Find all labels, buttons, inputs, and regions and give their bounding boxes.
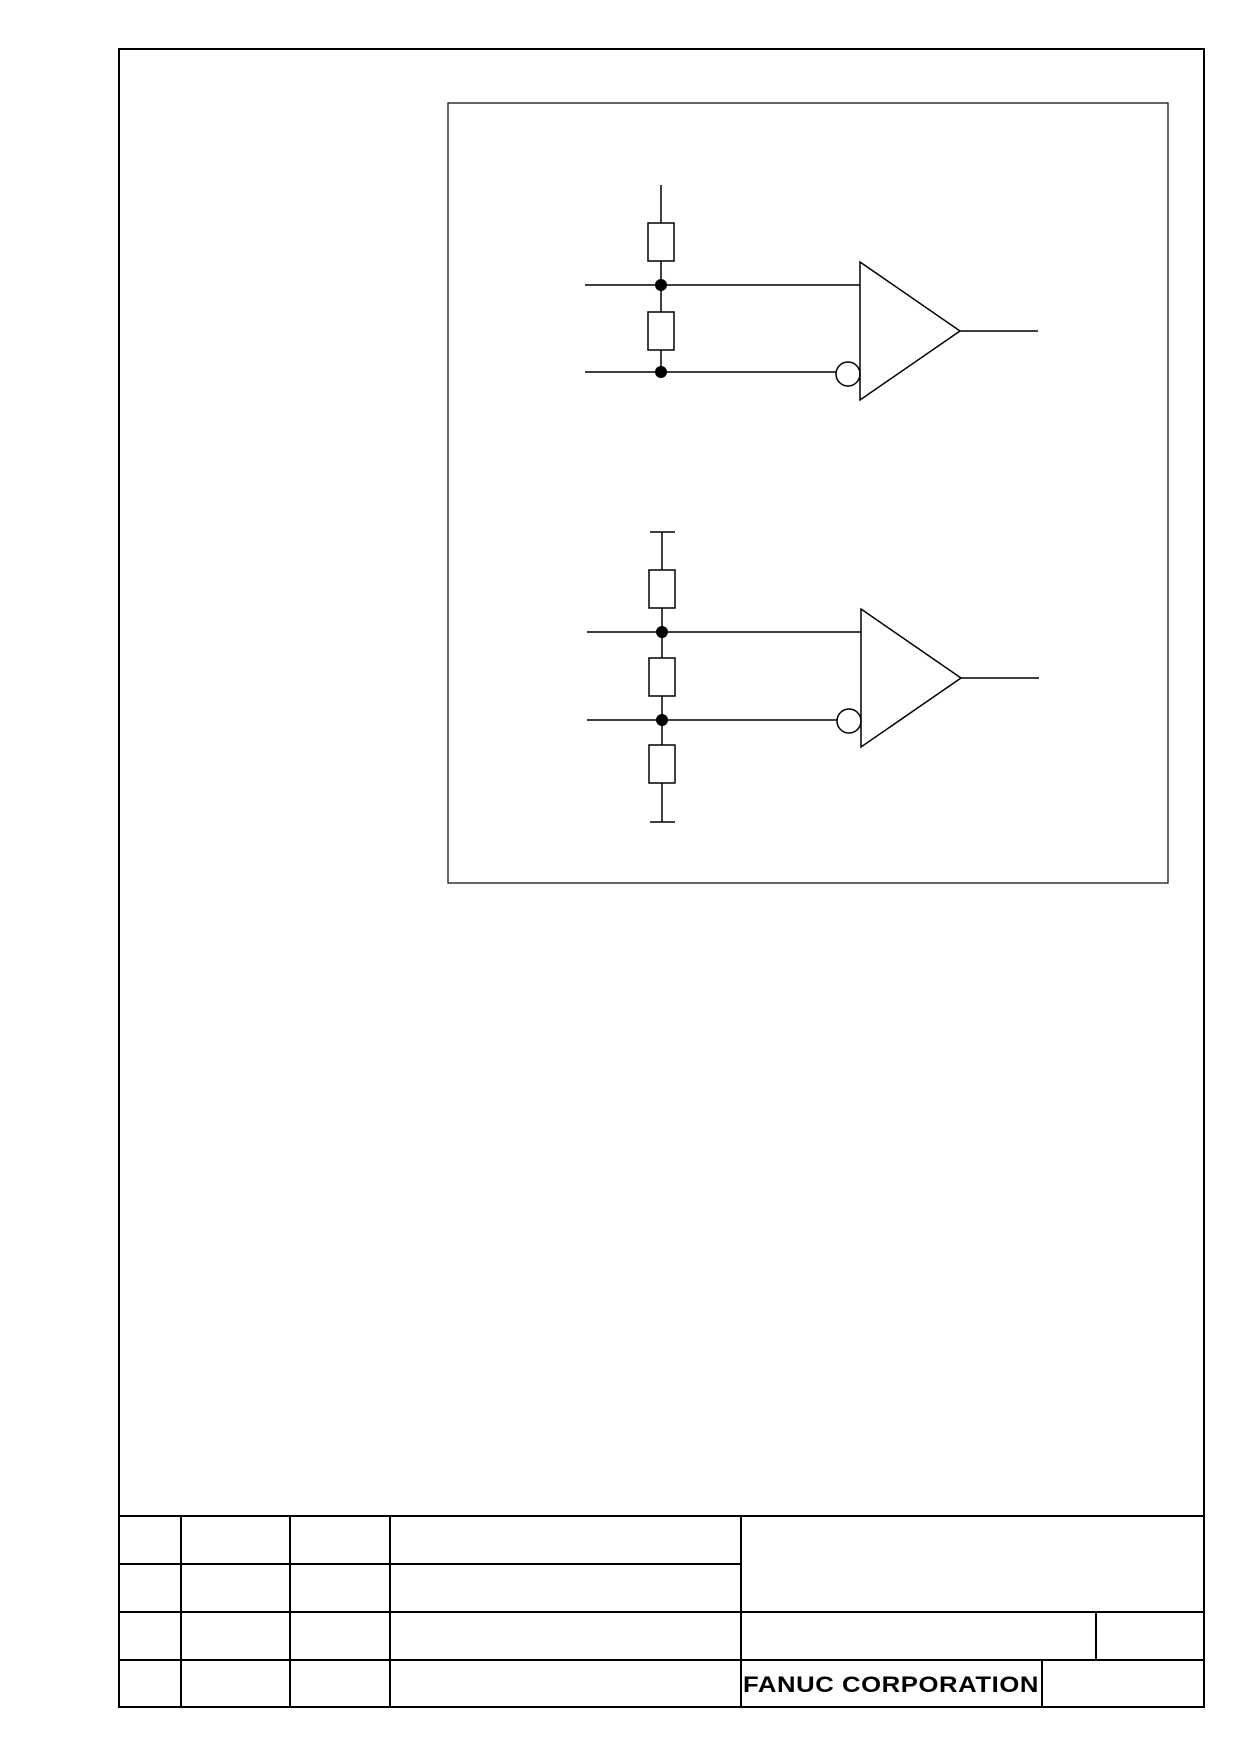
- resistor-icon: [648, 569, 676, 609]
- resistor-icon: [648, 744, 676, 784]
- junction-dot-icon: [655, 366, 667, 378]
- sheet-border: [118, 48, 1205, 1708]
- schematic-frame-border: [447, 102, 1169, 884]
- resistor-icon: [648, 657, 676, 697]
- junction-dot-icon: [656, 714, 668, 726]
- resistor-icon: [647, 311, 675, 351]
- schematic-frame: [447, 102, 1169, 884]
- company-name: FANUC CORPORATION: [743, 1672, 1039, 1697]
- differential-line-receiver-icon: [860, 607, 963, 749]
- receiver-circuit-1: [585, 185, 1038, 402]
- junction-dot-icon: [655, 279, 667, 291]
- title-block: [119, 1515, 1204, 1707]
- inversion-bubble-icon: [836, 708, 862, 734]
- receiver-circuit-2: [587, 531, 1039, 823]
- junction-dot-icon: [656, 626, 668, 638]
- resistor-icon: [647, 222, 675, 262]
- inversion-bubble-icon: [835, 361, 861, 387]
- differential-line-receiver-icon: [859, 260, 962, 402]
